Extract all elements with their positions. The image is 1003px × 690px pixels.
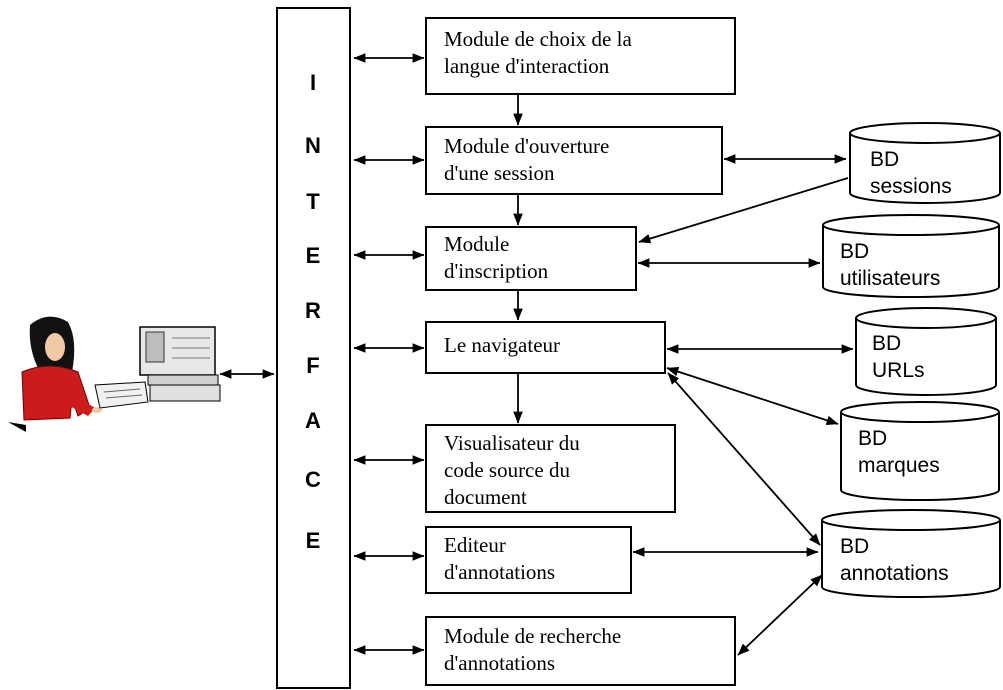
- module-navigateur-box: [425, 321, 666, 374]
- module-recherche-box: [425, 616, 736, 686]
- interface-letter: A: [305, 408, 321, 433]
- db-utilisateurs-cylinder: [822, 214, 1000, 298]
- module-inscription-box: [425, 226, 637, 291]
- interface-column: [276, 7, 351, 689]
- module-editeur-label: Editeur d'annotations: [444, 533, 556, 584]
- module-inscription-label: Module d'inscription: [444, 232, 549, 283]
- interface-letter: I: [309, 70, 317, 95]
- db-marques-label: BD marques: [858, 427, 940, 477]
- db-sessions-label: BD sessions: [870, 148, 952, 198]
- interface-letter: R: [305, 298, 321, 323]
- interface-letter: F: [306, 353, 320, 378]
- db-annotations-cylinder: [821, 509, 1001, 598]
- db-utilisateurs-label: BD utilisateurs: [840, 240, 941, 290]
- user-at-computer-icon: [8, 316, 221, 432]
- db-sessions-cylinder: [849, 122, 1001, 204]
- interface-letter: C: [305, 467, 321, 492]
- interface-letter: E: [305, 243, 321, 268]
- module-visualisateur-box: [425, 424, 676, 513]
- interface-letter: T: [306, 189, 320, 214]
- module-recherche-label: Module de recherche d'annotations: [444, 624, 622, 675]
- arrows: [219, 53, 854, 656]
- db-marques-cylinder: [840, 401, 1000, 501]
- db-urls-cylinder: [855, 307, 997, 396]
- interface-letter: E: [305, 528, 321, 553]
- module-ouverture-label: Module d'ouverture d'une session: [444, 134, 610, 185]
- module-editeur-box: [425, 526, 632, 594]
- module-langue-box: [425, 17, 736, 95]
- module-navigateur-label: Le navigateur: [444, 333, 561, 357]
- db-annotations-label: BD annotations: [840, 535, 949, 585]
- module-visualisateur-label: Visualisateur du code source du document: [444, 431, 580, 509]
- module-langue-label: Module de choix de la langue d'interacti…: [444, 27, 632, 78]
- interface-letter: N: [305, 133, 321, 158]
- module-ouverture-box: [425, 126, 723, 195]
- db-urls-label: BD URLs: [872, 332, 925, 382]
